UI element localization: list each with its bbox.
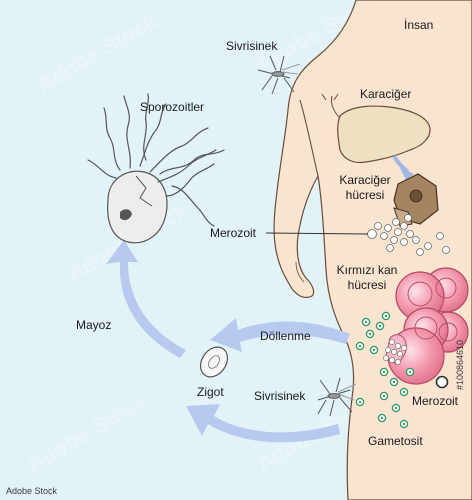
merozoite-pointer-line xyxy=(265,232,369,235)
label-kirmizi-kan-hucresi-line2: hücresi xyxy=(347,278,387,292)
label-zigot: Zigot xyxy=(197,385,224,399)
label-karaciger-hucresi-line2: hücresi xyxy=(345,188,385,202)
oocyst xyxy=(107,170,168,244)
gametocyte-cores xyxy=(358,314,412,426)
arrow-sivrisinek-zigot xyxy=(186,404,340,443)
label-gametosit: Gametosit xyxy=(368,434,423,448)
label-insan: İnsan xyxy=(404,18,434,32)
red-blood-cells xyxy=(387,267,469,385)
mosquito-top xyxy=(257,55,301,95)
label-sivrisinek-bottom: Sivrisinek xyxy=(254,389,306,403)
label-mayoz: Mayoz xyxy=(76,318,112,332)
liver-vessel xyxy=(321,93,341,119)
merozoite-free xyxy=(435,375,449,389)
liver-to-cell-arrowhead xyxy=(400,168,414,180)
zygote xyxy=(199,346,229,378)
arm-detail xyxy=(295,261,305,283)
label-sporozoitler: Sporozoitler xyxy=(140,100,205,114)
arrow-mayoz xyxy=(106,240,186,358)
label-karaciger-hucresi-line1: Karaciğer xyxy=(339,173,391,187)
label-merozoit-left: Merozoit xyxy=(210,226,257,240)
arm-contour xyxy=(299,99,319,177)
stock-image-id: #100864610 xyxy=(455,339,465,390)
label-sivrisinek-top: Sivrisinek xyxy=(226,39,278,53)
liver xyxy=(337,105,431,164)
rbc-inner-circles xyxy=(407,277,458,342)
merozoite-cluster xyxy=(367,214,450,256)
rbc-merozoites xyxy=(383,339,407,365)
label-merozoit-right: Merozoit xyxy=(412,394,459,408)
label-dollenme: Döllenme xyxy=(260,329,311,343)
sporozoites xyxy=(87,93,225,227)
arrow-dollenme xyxy=(210,318,350,352)
stock-footer: Adobe Stock xyxy=(6,486,58,496)
label-karaciger: Karaciğer xyxy=(360,87,412,101)
label-kirmizi-kan-hucresi-line1: Kırmızı kan xyxy=(336,263,398,277)
mosquito-bottom xyxy=(317,377,357,417)
liver-cell-nucleus xyxy=(409,189,423,203)
